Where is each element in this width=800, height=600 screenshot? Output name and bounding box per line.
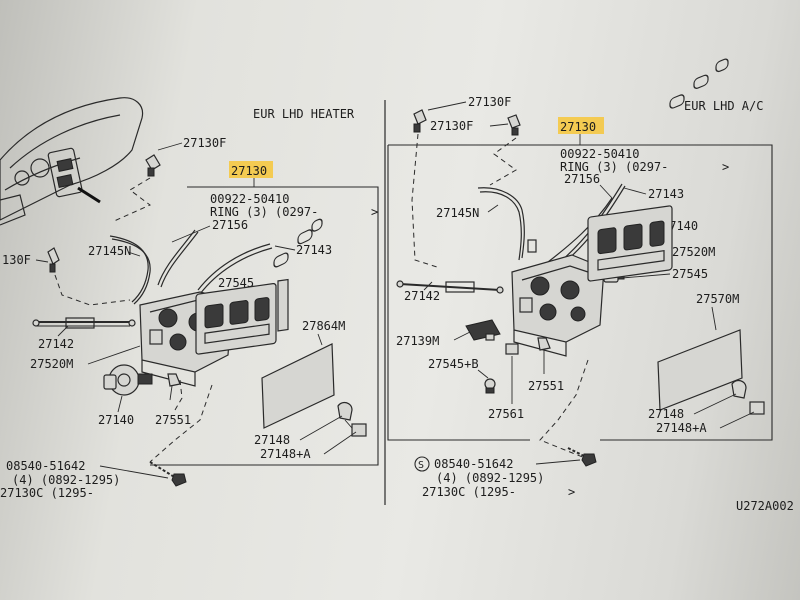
control-assembly-right	[511, 205, 673, 357]
diagram-reference-code: U272A002	[736, 499, 794, 513]
knob-27148-right	[731, 379, 765, 415]
s-symbol-circle	[414, 456, 430, 472]
bezel-27570m-right	[657, 58, 743, 411]
callout-27148a-right: 27148+A	[656, 421, 707, 435]
callout-27551-left: 27551	[155, 413, 191, 427]
clip-27130f-left-edge	[47, 247, 60, 273]
callout-27545-right: 27545	[672, 267, 708, 281]
callout-ring-arrow-left: >	[371, 205, 378, 219]
callout-00922-left: 00922-50410	[210, 192, 289, 206]
callout-00922-right: 00922-50410	[560, 147, 639, 161]
svg-text:>: >	[568, 485, 575, 499]
cable-27145n-left	[109, 235, 149, 303]
callout-27142-left: 27142	[38, 337, 74, 351]
callout-27130f-left-top: 27130F	[183, 136, 226, 150]
dashboard-outline	[0, 97, 144, 226]
callout-08540-qty-right: (4) (0892-1295)	[436, 471, 544, 485]
callout-27139m-right: 27139M	[396, 334, 439, 348]
callout-27145n-right: 27145N	[436, 206, 479, 220]
callout-27570m-right: 27570M	[696, 292, 739, 306]
clip-27561-right	[505, 343, 519, 355]
cable-27156-left	[157, 229, 196, 286]
assembly-bracket-left	[150, 186, 379, 466]
callout-27130-left: 27130	[231, 164, 267, 178]
callout-27130f-right-top: 27130F	[468, 95, 511, 109]
callout-ring-left: RING (3) (0297-	[210, 205, 318, 219]
clip-27551-left	[167, 373, 181, 401]
callout-27520m-left: 27520M	[30, 357, 73, 371]
callout-27145n-left: 27145N	[88, 244, 131, 258]
callout-27148-left: 27148	[254, 433, 290, 447]
callout-27142-right: 27142	[404, 289, 440, 303]
assembly-bracket-right	[388, 144, 773, 441]
callout-27545-left: 27545	[218, 276, 254, 290]
svg-text:>: >	[722, 160, 729, 174]
callout-27130f-left-edge: 130F	[2, 253, 31, 267]
right-panel-title: EUR LHD A/C	[684, 99, 763, 113]
callout-27864m-left: 27864M	[302, 319, 345, 333]
clip-27551-right	[537, 337, 551, 374]
callout-ring-right: RING (3) (0297-	[560, 160, 668, 174]
clip-27130f-right-top	[413, 109, 427, 133]
callout-27156-right: 27156	[564, 172, 600, 186]
switch-27139m-right	[465, 319, 501, 341]
callout-27130c-left: 27130C (1295-	[0, 486, 94, 500]
callout-27143-left: 27143	[296, 243, 332, 257]
left-panel-title: EUR LHD HEATER	[253, 107, 355, 121]
callout-27130-right: 27130	[560, 120, 596, 134]
screw-08540-left	[149, 461, 187, 487]
clip-27130f-right-mid	[507, 114, 521, 136]
callout-27156-left: 27156	[212, 218, 248, 232]
screw-08540-right	[567, 447, 597, 467]
cable-27156-right	[547, 197, 613, 263]
bulb-27545b-right	[484, 378, 496, 394]
callout-27148-right: 27148	[648, 407, 684, 421]
callout-27148a-left: 27148+A	[260, 447, 311, 461]
callout-27545b-right: 27545+B	[428, 357, 479, 371]
callout-08540-right: 08540-51642	[434, 457, 513, 471]
s-symbol: S	[418, 460, 424, 471]
left-panel: EUR LHD HEATER 27130 27130F 00922-50410 …	[0, 97, 379, 500]
bezel-27864m-left	[261, 218, 335, 429]
callout-27551-right: 27551	[528, 379, 564, 393]
callout-27140-left: 27140	[98, 413, 134, 427]
right-panel: EUR LHD A/C 27130F 27130F 27130 00922-50…	[387, 58, 794, 513]
callout-27520m-right: 27520M	[672, 245, 715, 259]
rod-27142-left	[32, 317, 136, 329]
knob-27148-left	[337, 401, 367, 437]
callout-27130f-right-mid: 27130F	[430, 119, 473, 133]
callout-27130c-right: 27130C (1295-	[422, 485, 516, 499]
clip-27130f-left	[145, 154, 161, 177]
cable-27143-left	[197, 243, 271, 291]
callout-27561-right: 27561	[488, 407, 524, 421]
callout-08540-qty-left: (4) (0892-1295)	[12, 473, 120, 487]
control-assembly-left	[139, 278, 289, 387]
callout-08540-left: 08540-51642	[6, 459, 85, 473]
cable-27145n-right	[477, 187, 525, 259]
highlight-27130-left	[229, 161, 273, 178]
rod-27142-right	[396, 280, 504, 294]
motor-27140-left	[103, 364, 153, 396]
highlight-27130-right	[558, 117, 604, 134]
callout-27143-right: 27143	[648, 187, 684, 201]
